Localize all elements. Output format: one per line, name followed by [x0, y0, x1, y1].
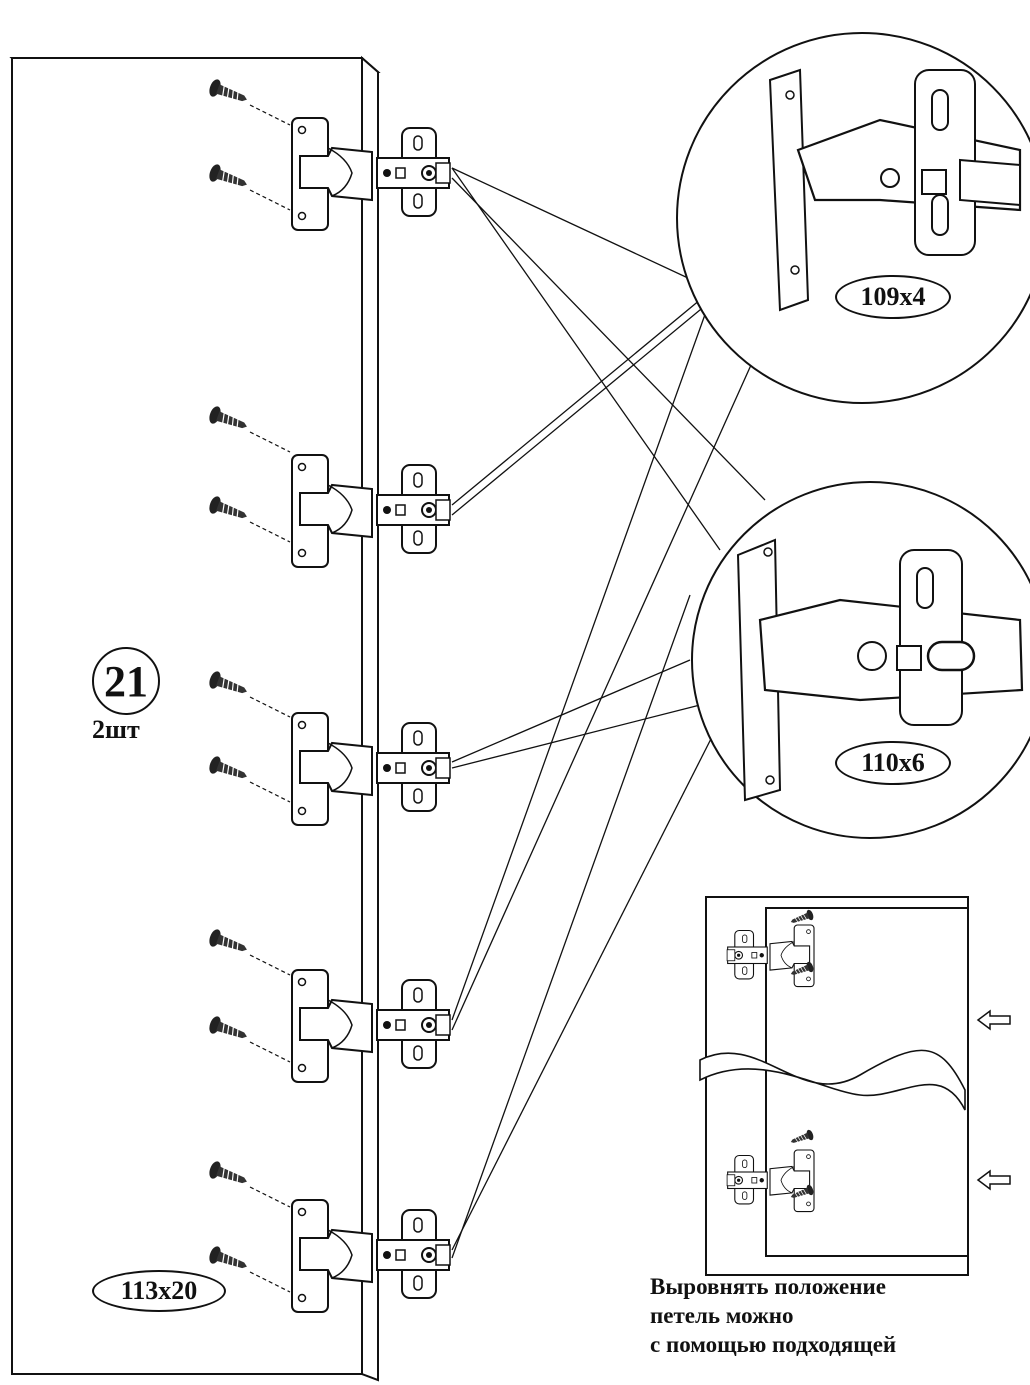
detail-hinge-top [676, 32, 1030, 404]
detail-hinge-bottom [691, 481, 1030, 839]
side-view [699, 896, 969, 1276]
arrow-left-icon [976, 1009, 1011, 1191]
screw-code-label: 113x20 [92, 1270, 226, 1312]
part-quantity: 2шт [92, 715, 140, 744]
instruction-note: Выровнять положение петель можно с помощ… [650, 1272, 980, 1385]
leader-lines [451, 167, 766, 1259]
note-line-2: петель можно [650, 1303, 794, 1328]
screws [206, 77, 291, 1293]
note-line-3: с помощью подходящей [650, 1332, 897, 1357]
note-line-1: Выровнять положение [650, 1274, 886, 1299]
hinge-bottom-code-label: 110x6 [835, 741, 951, 785]
part-number-badge: 21 [92, 647, 160, 715]
hinge-top-code-label: 109x4 [835, 275, 951, 319]
